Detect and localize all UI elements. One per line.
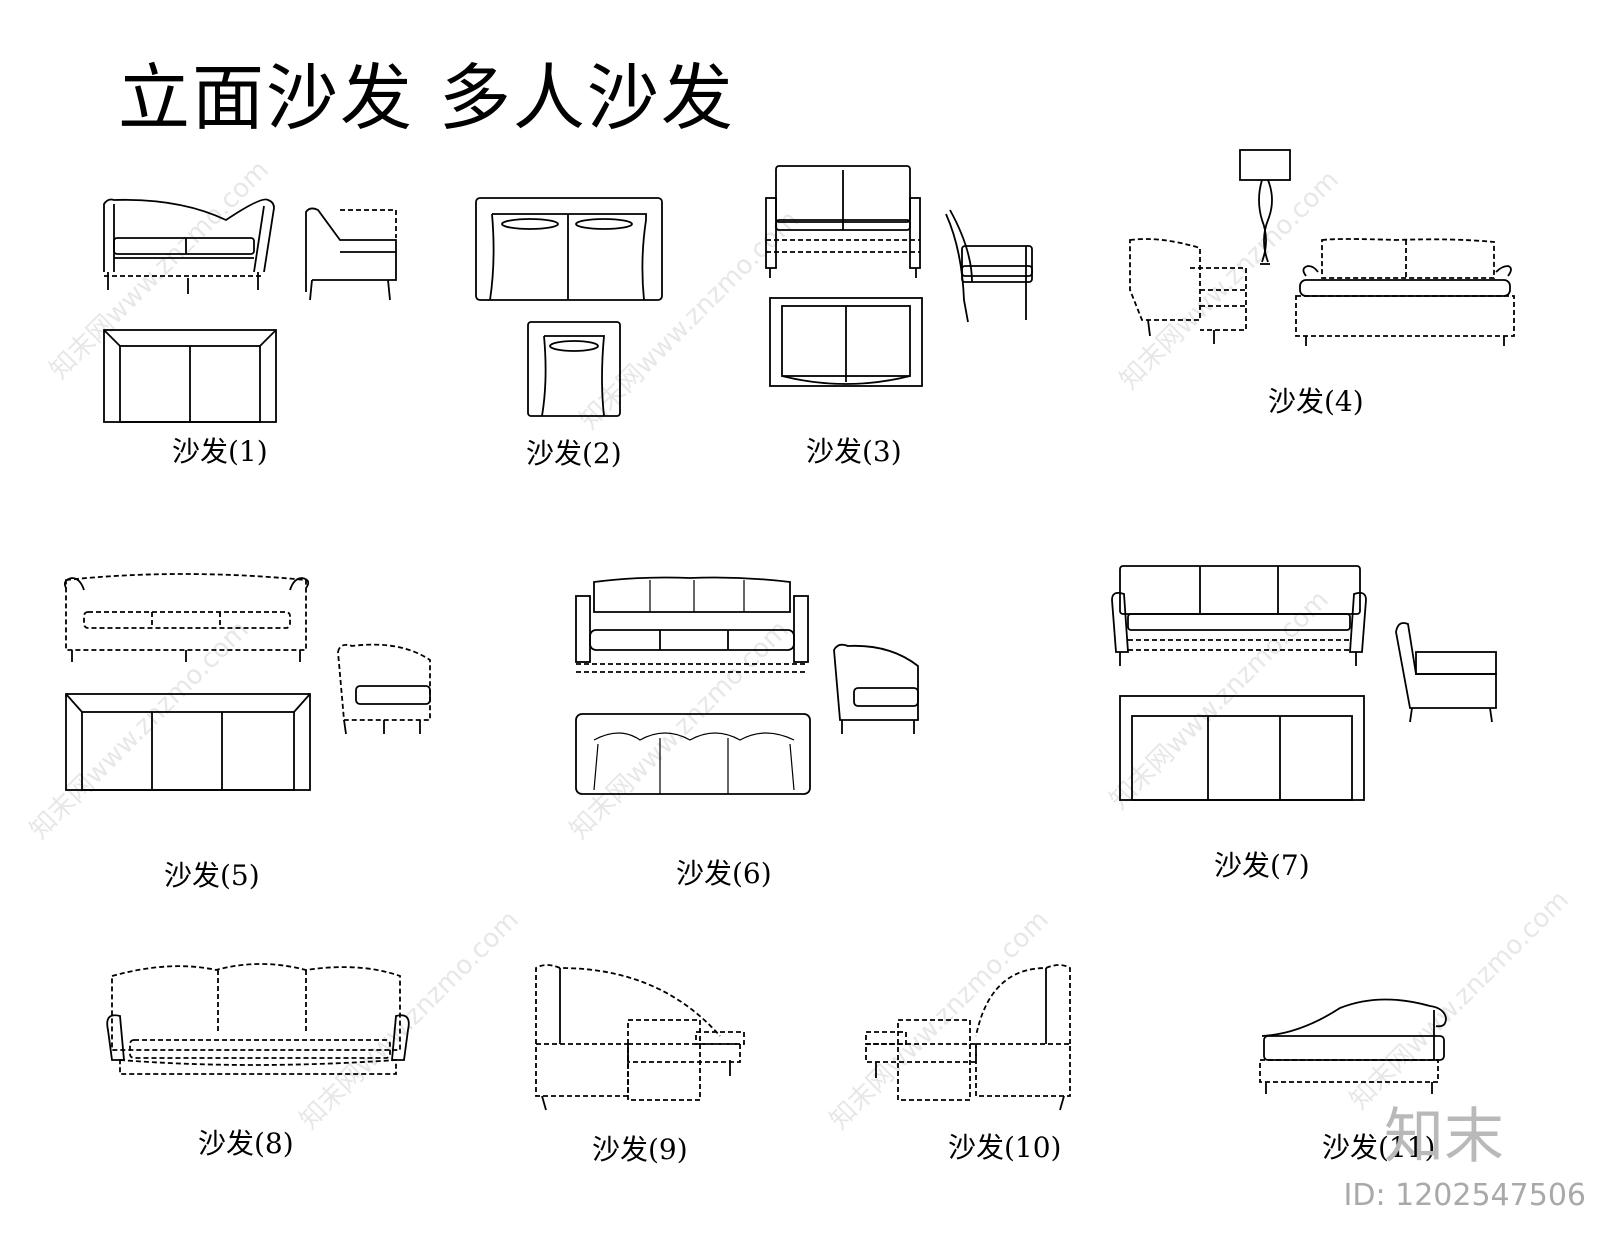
sofa-1-side-elevation xyxy=(305,207,397,301)
sofa-4-floor-lamp xyxy=(1239,149,1291,265)
sofa-1-plan xyxy=(103,329,277,423)
sofa-label: 沙发(5) xyxy=(164,859,260,892)
sofa-5-front-elevation xyxy=(63,573,310,662)
sofa-2-plan xyxy=(475,197,663,301)
sofa-7-plan xyxy=(1119,695,1365,801)
sofa-3-plan xyxy=(769,297,923,387)
sofa-label: 沙发(8) xyxy=(198,1127,294,1160)
sofa-4-armchair xyxy=(1129,238,1247,344)
sofa-8-front-elevation xyxy=(106,963,410,1075)
sofa-label: 沙发(1) xyxy=(172,435,268,468)
sofa-4-sofa xyxy=(1295,238,1515,346)
sofa-11-chaise xyxy=(1259,998,1447,1094)
sofa-10-chaise xyxy=(865,964,1071,1111)
image-id-watermark: ID: 1202547506 xyxy=(1343,1178,1586,1213)
sofa-7-front-elevation xyxy=(1111,565,1367,666)
page-title: 立面沙发 多人沙发 xyxy=(118,56,735,140)
sofa-6-side-elevation xyxy=(833,643,919,734)
sofa-7-side-elevation xyxy=(1395,622,1497,723)
sofa-5-side-elevation xyxy=(337,643,431,735)
sofa-5-plan xyxy=(65,693,311,791)
sofa-label: 沙发(6) xyxy=(676,857,772,890)
sofa-label: 沙发(10) xyxy=(948,1131,1062,1164)
sofa-label: 沙发(2) xyxy=(526,437,622,470)
sofa-6-front-elevation xyxy=(575,576,809,673)
sofa-2-chair-plan xyxy=(527,321,621,417)
sofa-6-plan xyxy=(575,713,811,795)
brand-watermark: 知末 xyxy=(1384,1102,1504,1172)
sofa-label: 沙发(9) xyxy=(592,1133,688,1166)
sofa-3-front-elevation xyxy=(765,165,921,278)
sofa-label: 沙发(11) xyxy=(1322,1131,1436,1164)
sofa-9-chaise xyxy=(535,964,745,1111)
sofa-label: 沙发(4) xyxy=(1268,385,1364,418)
sofa-1-front-elevation xyxy=(103,198,275,294)
sofa-label: 沙发(3) xyxy=(806,435,902,468)
sofa-3-side-elevation xyxy=(945,209,1033,323)
sofa-label: 沙发(7) xyxy=(1214,849,1310,882)
